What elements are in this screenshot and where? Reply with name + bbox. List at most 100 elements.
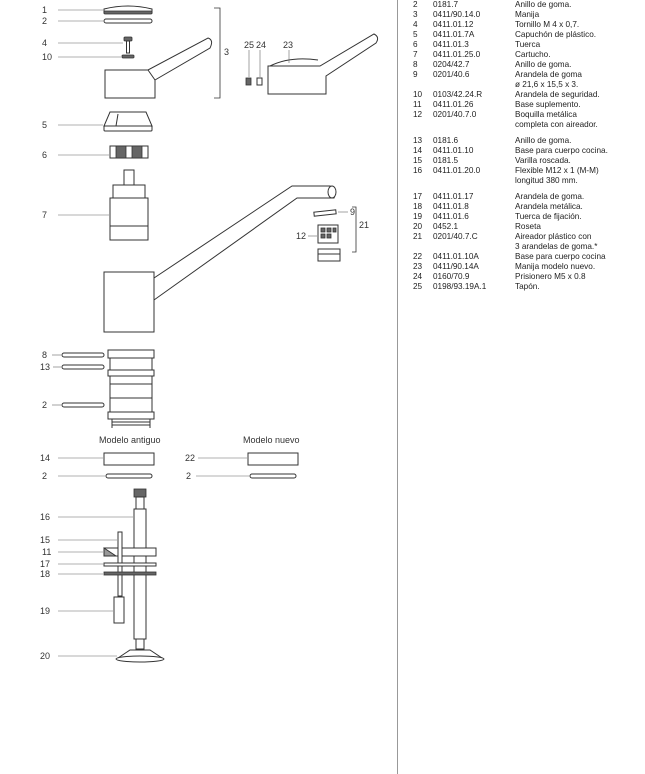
part-description: Flexible M12 x 1 (M-M) (515, 166, 599, 175)
part-number (413, 176, 433, 186)
part-16-flexible-hose (133, 488, 147, 650)
part-14-base-old (103, 452, 155, 466)
part-code: 0411.01.12 (433, 20, 474, 29)
callout-10: 10 (42, 52, 52, 62)
part-number: 15 (413, 156, 423, 165)
part-13-oring (61, 364, 105, 370)
lower-body-threaded (107, 349, 155, 428)
part-code: 0411.01.3 (433, 40, 469, 49)
part-code: 0198/93.19A.1 (433, 282, 487, 291)
parts-row: 19 0411.01.6 Tuerca de fijación. (413, 212, 641, 222)
part-description: longitud 380 mm. (515, 176, 578, 185)
part-number: 13 (413, 136, 423, 145)
callout-2-new: 2 (186, 471, 191, 481)
part-description: completa con aireador. (515, 120, 598, 129)
callout-18: 18 (40, 569, 50, 579)
part-description: Arandela de seguridad. (515, 90, 600, 99)
part-description: Arandela de goma (515, 70, 582, 79)
callout-17: 17 (40, 559, 50, 569)
part-description: Roseta (515, 222, 541, 231)
part-code: 0411.01.17 (433, 192, 474, 201)
part-3-handle (104, 37, 213, 99)
part-number: 12 (413, 110, 423, 119)
part-number: 11 (413, 100, 422, 109)
exploded-parts-diagram: 1 2 4 10 3 25 24 23 5 (40, 5, 379, 663)
part-description: ø 21,6 x 15,5 x 3. (515, 80, 579, 89)
part-number: 17 (413, 192, 423, 201)
callout-25: 25 (244, 40, 254, 50)
part-description: Capuchón de plástico. (515, 30, 597, 39)
part-number: 2 (413, 0, 418, 9)
parts-row: 13 0181.6 Anillo de goma. (413, 136, 641, 146)
part-code: 0411.01.10A (433, 252, 479, 261)
part-18-metal-washer (103, 571, 157, 576)
part-code: 0411.01.10 (433, 146, 474, 155)
callout-2-old: 2 (42, 471, 47, 481)
part-description: Tapón. (515, 282, 540, 291)
part-description: Base para cuerpo cocina (515, 252, 606, 261)
part-code: 0181.6 (433, 136, 459, 145)
part-number: 8 (413, 60, 418, 69)
part-11-supplement-base (103, 547, 157, 557)
part-number: 7 (413, 50, 418, 59)
part-code: 0411.01.6 (433, 212, 469, 221)
part-7-cartridge (109, 169, 149, 241)
part-code (433, 120, 515, 130)
part-4-screw (123, 36, 133, 54)
part-number: 5 (413, 30, 418, 39)
part-description: Tuerca de fijación. (515, 212, 582, 221)
part-22-base-new (247, 452, 299, 466)
callout-16: 16 (40, 512, 50, 522)
part-number: 16 (413, 166, 423, 175)
callout-19: 19 (40, 606, 50, 616)
parts-row: 17 0411.01.17 Arandela de goma. (413, 192, 641, 202)
part-number: 23 (413, 262, 423, 271)
part-code (433, 80, 515, 90)
part-number (413, 242, 433, 252)
callout-21: 21 (359, 220, 369, 230)
callout-1: 1 (42, 5, 47, 15)
part-number: 9 (413, 70, 418, 79)
part-code: 0160/70.9 (433, 272, 470, 281)
part-2-oring (103, 18, 153, 24)
part-description: Manija (515, 10, 540, 19)
part-code: 0201/40.6 (433, 70, 470, 79)
part-code (433, 242, 515, 252)
part-description: Boquilla metálica (515, 110, 577, 119)
part-description: Base suplemento. (515, 100, 581, 109)
part-number: 19 (413, 212, 423, 221)
part-23-handle-new (267, 33, 379, 95)
callout-15: 15 (40, 535, 50, 545)
part-description: Anillo de goma. (515, 60, 572, 69)
callout-3: 3 (224, 47, 229, 57)
part-number: 14 (413, 146, 423, 155)
part-number: 25 (413, 282, 423, 291)
callout-9: 9 (350, 207, 355, 217)
part-description: Anillo de goma. (515, 136, 572, 145)
part-number: 3 (413, 10, 418, 19)
part-code: 0181.7 (433, 0, 459, 9)
callout-22: 22 (185, 453, 195, 463)
spout (147, 185, 337, 301)
callout-12: 12 (296, 231, 306, 241)
part-description: Varilla roscada. (515, 156, 571, 165)
part-description: Aireador plástico con (515, 232, 592, 241)
callout-8: 8 (42, 350, 47, 360)
part-description: Prisionero M5 x 0.8 (515, 272, 586, 281)
part-number (413, 120, 433, 130)
part-number: 21 (413, 232, 423, 241)
callout-11: 11 (42, 547, 51, 557)
callout-14: 14 (40, 453, 50, 463)
part-description: Arandela de goma. (515, 192, 585, 201)
